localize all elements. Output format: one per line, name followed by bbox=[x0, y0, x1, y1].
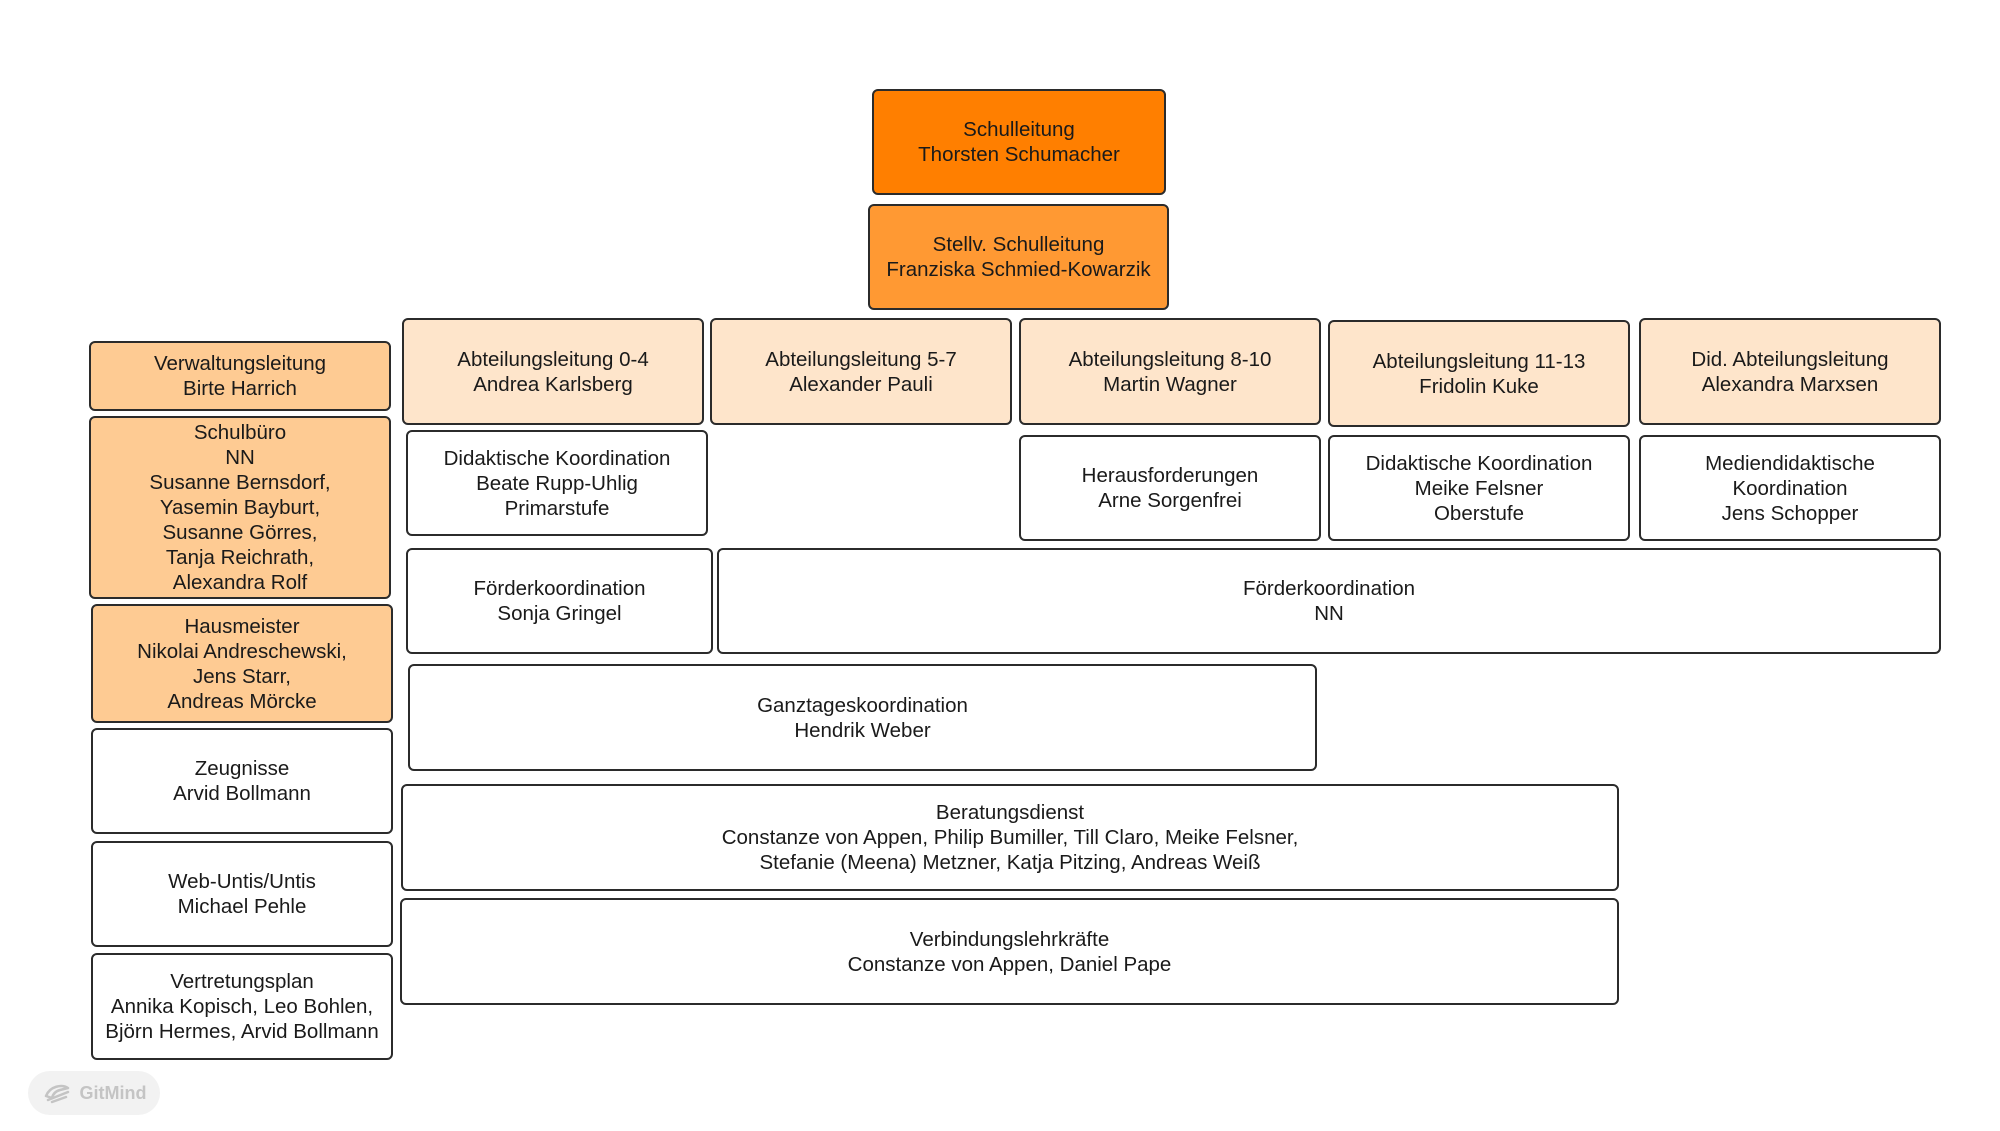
node-title: Abteilungsleitung 0-4 bbox=[457, 347, 649, 371]
node-title: Abteilungsleitung 5-7 bbox=[765, 347, 957, 371]
node-ganztageskoordination[interactable]: Ganztageskoordination Hendrik Weber bbox=[408, 664, 1317, 771]
node-line: Björn Hermes, Arvid Bollmann bbox=[105, 1020, 379, 1043]
node-line: Susanne Bernsdorf, bbox=[149, 471, 331, 494]
node-web-untis[interactable]: Web-Untis/Untis Michael Pehle bbox=[91, 841, 393, 947]
node-title: Herausforderungen bbox=[1081, 464, 1259, 487]
node-did-abteilungsleitung[interactable]: Did. Abteilungsleitung Alexandra Marxsen bbox=[1639, 318, 1941, 425]
node-person: Alexandra Marxsen bbox=[1701, 372, 1879, 396]
gitmind-logo-icon bbox=[42, 1082, 72, 1104]
node-person: Hendrik Weber bbox=[794, 718, 931, 742]
node-title: Hausmeister bbox=[184, 614, 300, 638]
node-line: Nikolai Andreschewski, bbox=[137, 639, 347, 663]
node-line: Susanne Görres, bbox=[162, 521, 318, 544]
node-person: Arne Sorgenfrei bbox=[1098, 489, 1242, 512]
node-line: Jens Starr, bbox=[193, 664, 291, 688]
node-line: Annika Kopisch, Leo Bohlen, bbox=[110, 995, 374, 1018]
node-schulbuero[interactable]: Schulbüro NN Susanne Bernsdorf, Yasemin … bbox=[89, 416, 391, 599]
node-line: Primarstufe bbox=[504, 496, 610, 520]
node-title: Beratungsdienst bbox=[935, 801, 1085, 824]
node-line: Tanja Reichrath, bbox=[165, 546, 315, 569]
node-foerderkoordination-gringel[interactable]: Förderkoordination Sonja Gringel bbox=[406, 548, 713, 654]
node-title: Abteilungsleitung 8-10 bbox=[1068, 347, 1272, 371]
node-title: Förderkoordination bbox=[473, 577, 646, 600]
node-person: Birte Harrich bbox=[183, 377, 297, 400]
node-abteilung-0-4[interactable]: Abteilungsleitung 0-4 Andrea Karlsberg bbox=[402, 318, 704, 425]
node-hausmeister[interactable]: Hausmeister Nikolai Andreschewski, Jens … bbox=[91, 604, 393, 723]
node-title: Ganztageskoordination bbox=[757, 693, 968, 717]
node-title: Didaktische Koordination bbox=[1365, 451, 1593, 475]
node-line: Yasemin Bayburt, bbox=[159, 496, 321, 519]
node-abteilung-8-10[interactable]: Abteilungsleitung 8-10 Martin Wagner bbox=[1019, 318, 1321, 425]
node-title: Verwaltungsleitung bbox=[153, 352, 327, 375]
node-didaktische-koordination-primarstufe[interactable]: Didaktische Koordination Beate Rupp-Uhli… bbox=[406, 430, 708, 536]
node-title: Schulbüro bbox=[193, 421, 287, 444]
node-title: Didaktische Koordination bbox=[443, 446, 671, 470]
node-person: Arvid Bollmann bbox=[173, 782, 311, 805]
node-vertretungsplan[interactable]: Vertretungsplan Annika Kopisch, Leo Bohl… bbox=[91, 953, 393, 1060]
node-verwaltungsleitung[interactable]: Verwaltungsleitung Birte Harrich bbox=[89, 341, 391, 411]
node-person: NN bbox=[1314, 602, 1344, 625]
node-title: Stellv. Schulleitung bbox=[932, 233, 1105, 256]
node-person: Michael Pehle bbox=[177, 895, 307, 918]
gitmind-watermark: GitMind bbox=[28, 1071, 160, 1115]
node-line: Andreas Mörcke bbox=[167, 689, 317, 713]
node-title: Förderkoordination bbox=[1242, 577, 1416, 600]
node-line: Constanze von Appen, Philip Bumiller, Ti… bbox=[721, 826, 1299, 849]
node-didaktische-koordination-oberstufe[interactable]: Didaktische Koordination Meike Felsner O… bbox=[1328, 435, 1630, 541]
node-title: Verbindungslehrkräfte bbox=[909, 927, 1110, 951]
node-abteilung-5-7[interactable]: Abteilungsleitung 5-7 Alexander Pauli bbox=[710, 318, 1012, 425]
node-line: Koordination bbox=[1732, 476, 1848, 500]
node-zeugnisse[interactable]: Zeugnisse Arvid Bollmann bbox=[91, 728, 393, 834]
node-line: Stefanie (Meena) Metzner, Katja Pitzing,… bbox=[759, 851, 1261, 874]
node-line: Constanze von Appen, Daniel Pape bbox=[847, 952, 1172, 976]
node-line: Alexandra Rolf bbox=[172, 571, 308, 594]
node-person: Martin Wagner bbox=[1103, 372, 1237, 396]
node-mediendidaktische-koordination[interactable]: Mediendidaktische Koordination Jens Scho… bbox=[1639, 435, 1941, 541]
node-line: Oberstufe bbox=[1433, 501, 1525, 525]
node-abteilung-11-13[interactable]: Abteilungsleitung 11-13 Fridolin Kuke bbox=[1328, 320, 1630, 427]
node-line: NN bbox=[225, 446, 255, 469]
node-person: Sonja Gringel bbox=[497, 602, 622, 625]
watermark-label: GitMind bbox=[79, 1082, 147, 1103]
node-foerderkoordination-nn[interactable]: Förderkoordination NN bbox=[717, 548, 1941, 654]
node-beratungsdienst[interactable]: Beratungsdienst Constanze von Appen, Phi… bbox=[401, 784, 1619, 891]
node-person: Franziska Schmied-Kowarzik bbox=[886, 258, 1151, 281]
node-title: Abteilungsleitung 11-13 bbox=[1372, 349, 1586, 373]
node-person: Andrea Karlsberg bbox=[473, 372, 633, 396]
node-title: Did. Abteilungsleitung bbox=[1691, 347, 1889, 371]
node-stellv-schulleitung[interactable]: Stellv. Schulleitung Franziska Schmied-K… bbox=[868, 204, 1169, 310]
node-title: Web-Untis/Untis bbox=[168, 870, 316, 893]
node-title: Vertretungsplan bbox=[170, 970, 314, 993]
node-person: Meike Felsner bbox=[1414, 476, 1544, 500]
node-herausforderungen[interactable]: Herausforderungen Arne Sorgenfrei bbox=[1019, 435, 1321, 541]
node-title: Zeugnisse bbox=[194, 757, 290, 780]
node-verbindungslehrkraefte[interactable]: Verbindungslehrkräfte Constanze von Appe… bbox=[400, 898, 1619, 1005]
node-person: Fridolin Kuke bbox=[1419, 374, 1539, 398]
node-person: Beate Rupp-Uhlig bbox=[476, 471, 638, 495]
node-title: Mediendidaktische bbox=[1705, 451, 1875, 475]
node-person: Alexander Pauli bbox=[789, 372, 933, 396]
node-person: Thorsten Schumacher bbox=[918, 143, 1120, 166]
node-title: Schulleitung bbox=[963, 118, 1075, 141]
node-schulleitung[interactable]: Schulleitung Thorsten Schumacher bbox=[872, 89, 1166, 195]
node-person: Jens Schopper bbox=[1721, 501, 1859, 525]
